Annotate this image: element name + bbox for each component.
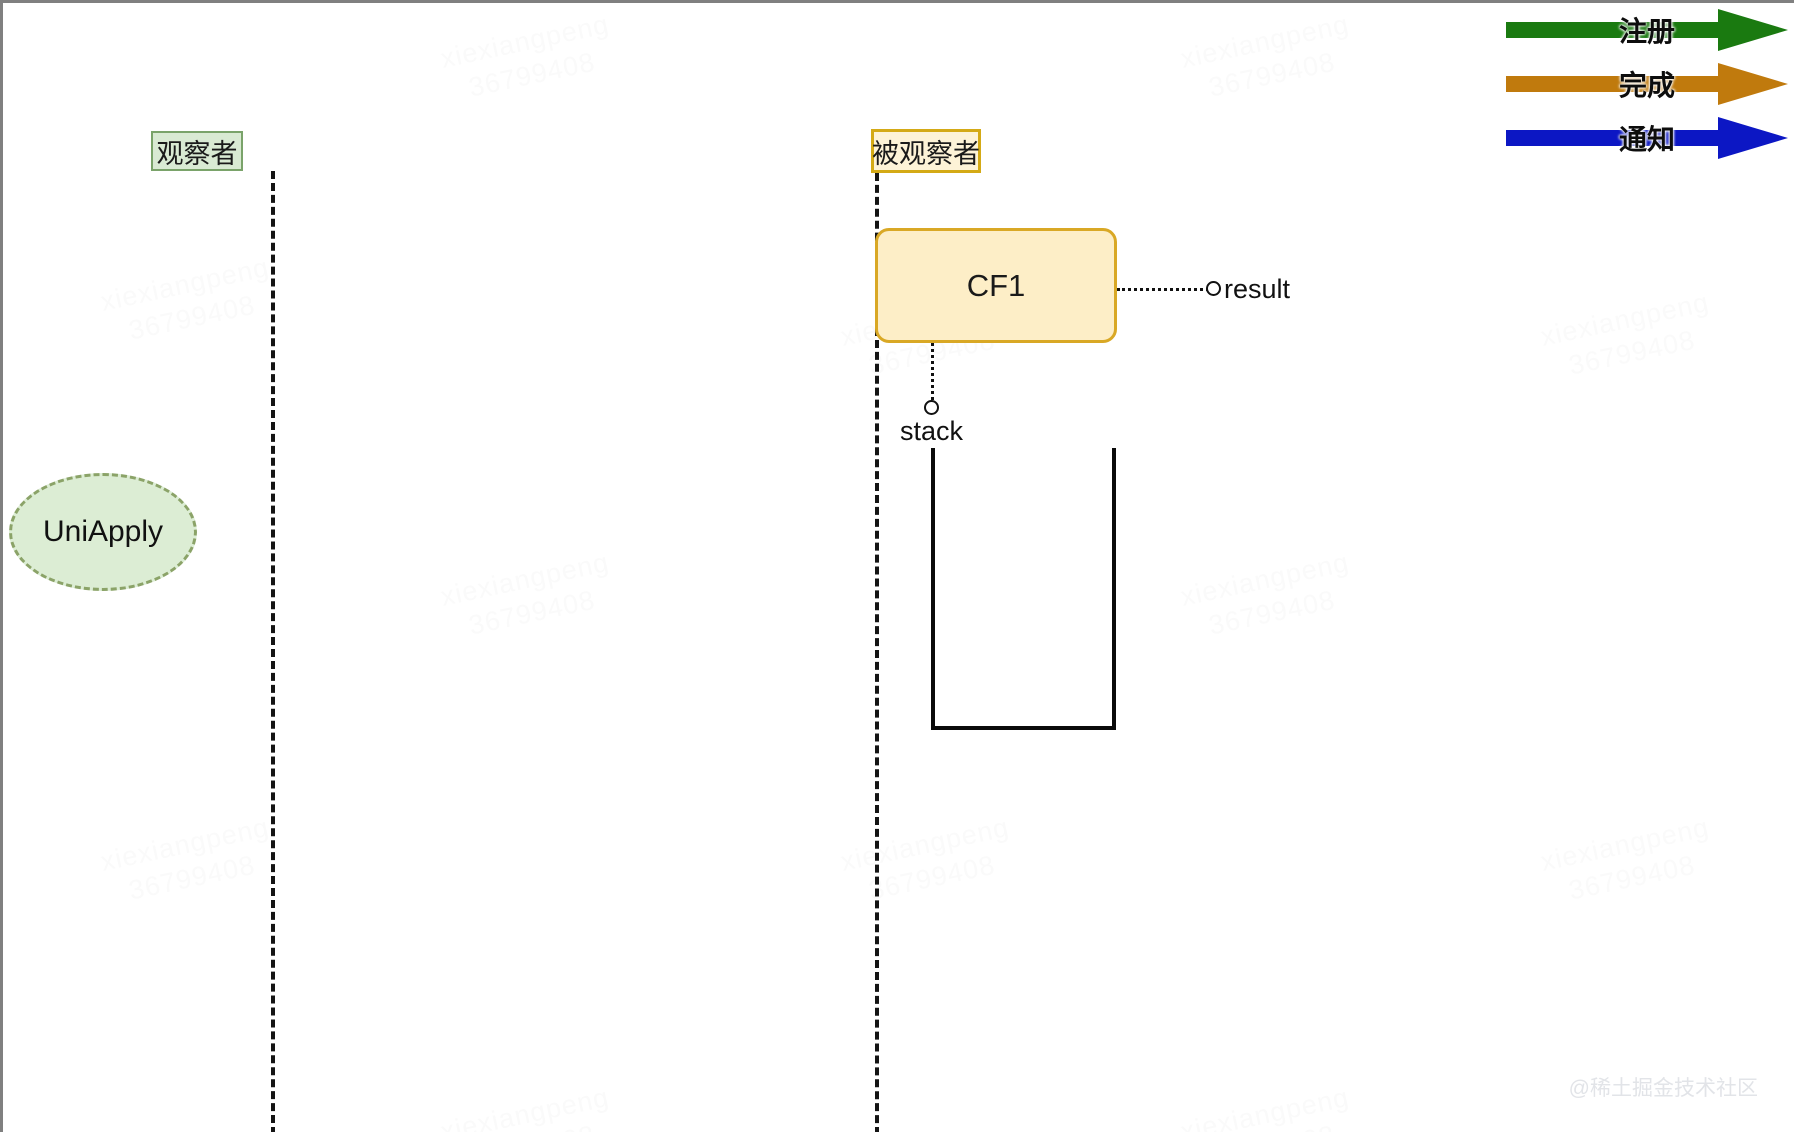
uniapply-node[interactable]: UniApply [9, 473, 197, 591]
cf1-label: CF1 [966, 267, 1026, 303]
stack-node-circle [924, 400, 939, 415]
legend-label-notify: 通知 [1618, 124, 1676, 155]
participant-observer-label: 观察者 [156, 138, 238, 169]
participant-subject[interactable]: 被观察者 [871, 129, 981, 173]
connector-cf1-to-stack [931, 343, 934, 400]
connector-cf1-to-result [1117, 288, 1209, 291]
legend-item-complete: 完成 [1500, 57, 1794, 111]
legend-label-register: 注册 [1618, 16, 1676, 47]
stack-frame [931, 448, 1116, 730]
uniapply-label: UniApply [42, 515, 164, 548]
cf1-box[interactable]: CF1 [875, 228, 1117, 343]
legend-item-notify: 通知 [1500, 111, 1794, 165]
result-label: result [1224, 274, 1291, 304]
legend-label-complete: 完成 [1618, 70, 1676, 101]
stack-label: stack [900, 416, 964, 446]
participant-subject-label: 被观察者 [872, 138, 980, 169]
participant-observer[interactable]: 观察者 [151, 131, 243, 171]
source-watermark: @稀土掘金技术社区 [1568, 1077, 1758, 1100]
legend-item-register: 注册 [1500, 3, 1794, 57]
lifeline-observer [271, 171, 275, 1132]
result-node-circle [1206, 281, 1221, 296]
lifeline-subject [875, 173, 879, 1132]
legend: 注册 完成 通知 [1500, 3, 1794, 165]
